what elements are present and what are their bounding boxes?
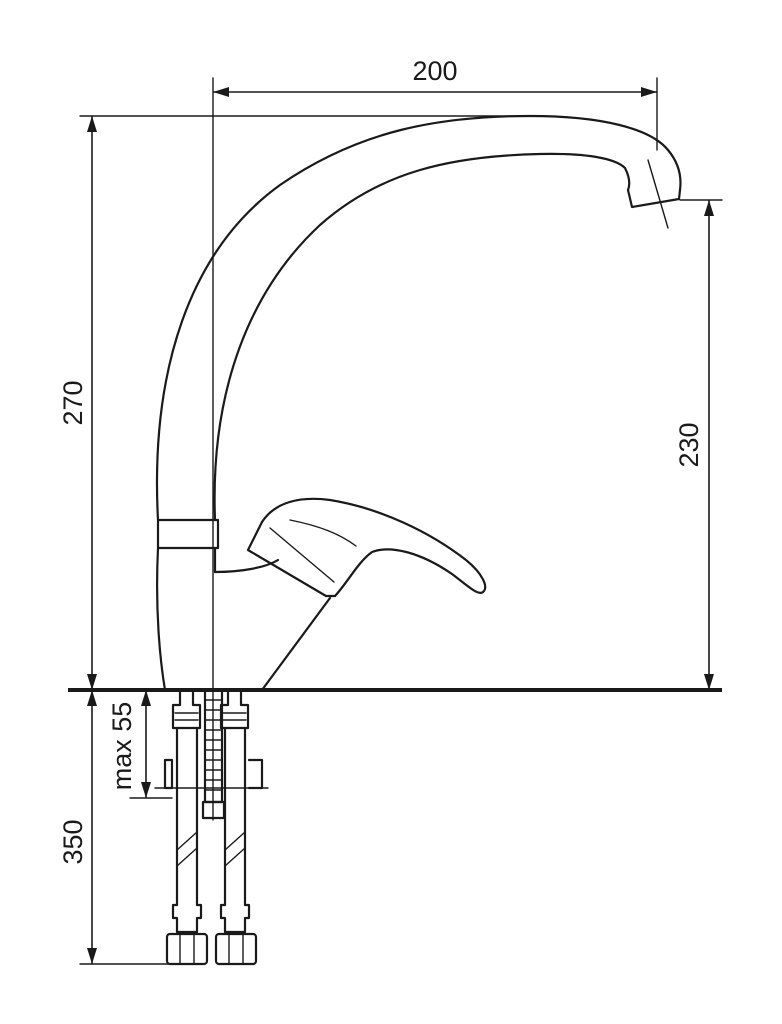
lever-handle xyxy=(246,497,487,598)
dimension-label-spout-outlet-height: 230 xyxy=(674,422,704,467)
spout-collar xyxy=(156,518,220,550)
dimension-label-spout-reach: 200 xyxy=(412,56,457,86)
dimension-total-height: 270 xyxy=(58,116,97,690)
dimension-max-counter-thickness: max 55 xyxy=(107,690,151,798)
connection-hoses xyxy=(154,688,269,966)
faucet-spout xyxy=(155,114,682,522)
extension-lines xyxy=(79,77,723,965)
dimension-hose-length: 350 xyxy=(58,690,97,964)
dimension-label-hose-length: 350 xyxy=(58,819,88,864)
faucet-body xyxy=(156,546,332,692)
dimension-spout-reach: 200 xyxy=(213,56,657,97)
dimension-label-total-height: 270 xyxy=(58,380,88,425)
dimension-spout-outlet-height: 230 xyxy=(674,200,714,690)
dimension-label-max-counter-thickness: max 55 xyxy=(107,702,137,791)
